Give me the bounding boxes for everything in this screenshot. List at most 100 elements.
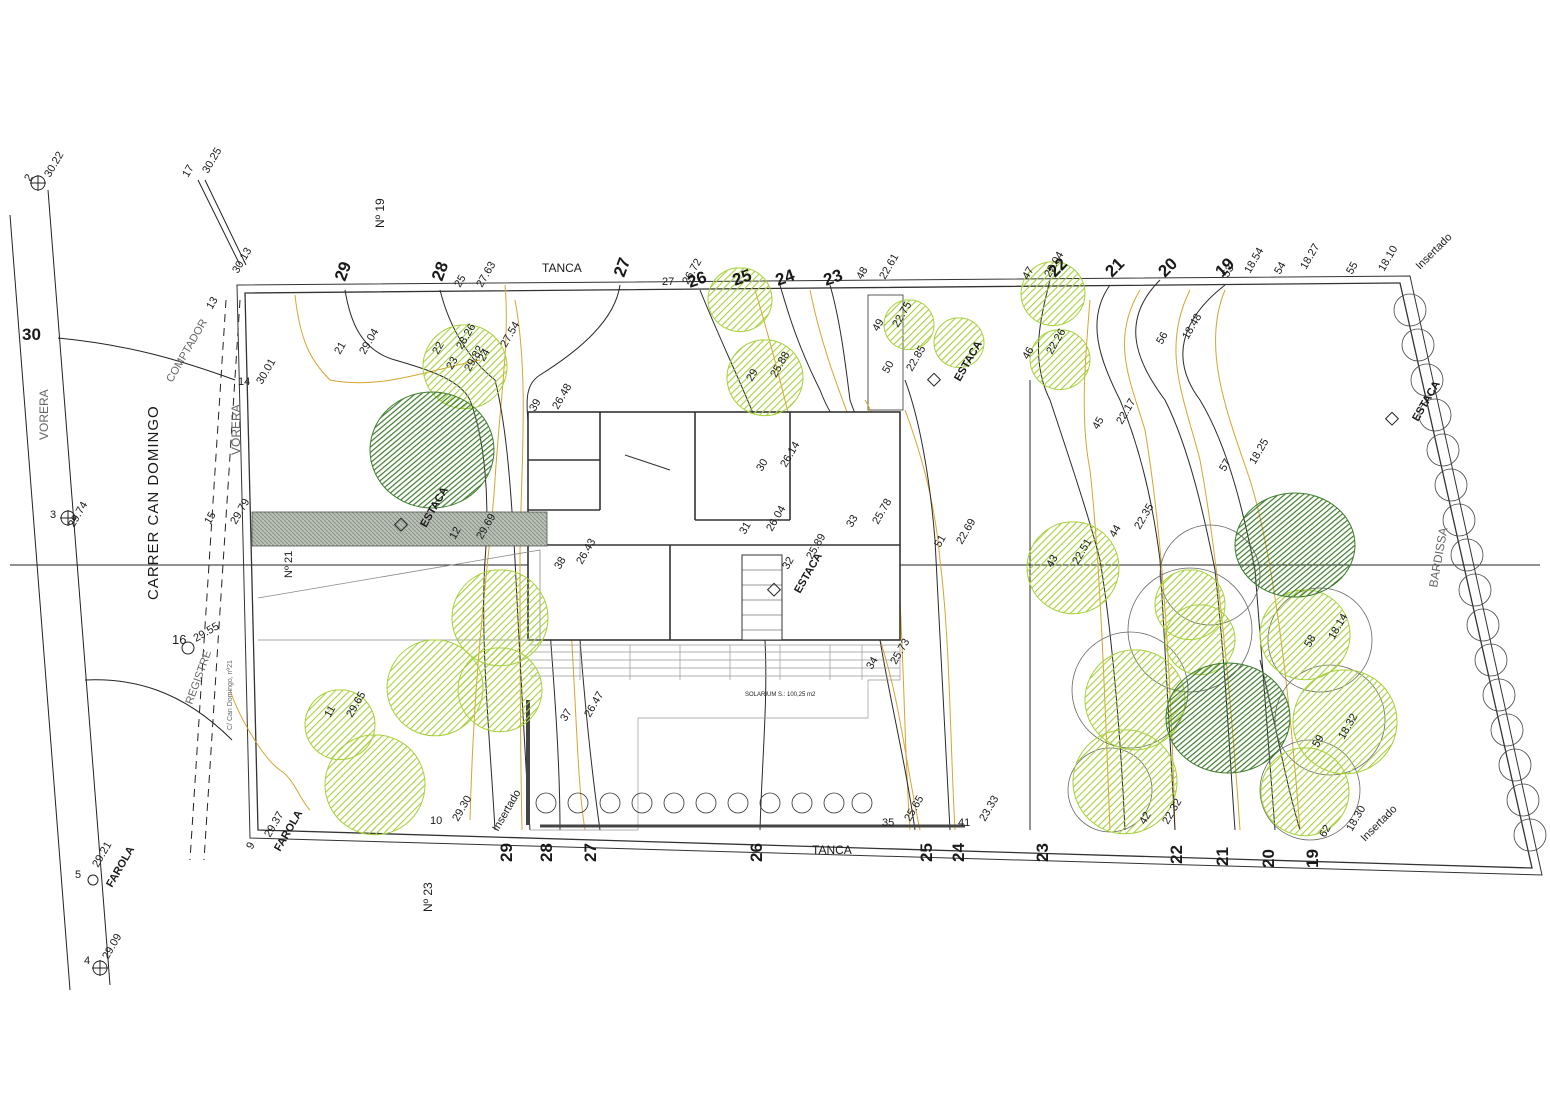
sp-25-n: 25 — [452, 273, 469, 290]
sp-39-z: 26.48 — [550, 382, 574, 412]
sp-24-n: 24 — [476, 347, 493, 364]
vorera-right: VORERA — [229, 404, 243, 455]
sp-44-z: 22.35 — [1132, 502, 1156, 532]
sp-54-n: 54 — [1272, 260, 1289, 277]
sp-46-n: 46 — [1020, 345, 1037, 362]
sp-3-z: 29.74 — [66, 500, 90, 530]
sp-53-z: 18.54 — [1242, 246, 1266, 276]
sp-35-z: 25.65 — [902, 794, 926, 824]
n19: Nº 19 — [373, 198, 387, 228]
building — [527, 411, 901, 641]
sp-54-z: 18.27 — [1298, 242, 1322, 272]
registre: REGISTRE — [184, 649, 215, 706]
plot-boundary — [236, 275, 1543, 876]
sp-57-z: 18.25 — [1247, 437, 1271, 467]
sp-41-n: 41 — [958, 817, 970, 829]
contour-label-bottom-20: 20 — [1259, 849, 1278, 868]
sp-21-n: 21 — [332, 340, 349, 357]
trees-dark — [369, 391, 1356, 774]
sp-23-n: 23 — [444, 355, 461, 372]
contour-label-top-27: 27 — [610, 255, 634, 279]
contour-label-top-20: 20 — [1154, 254, 1181, 281]
survey-markers — [30, 175, 1400, 976]
insertado-1: Insertado — [490, 788, 523, 834]
vorera-left: VORERA — [37, 389, 51, 440]
contour-label-left-30: 30 — [22, 325, 41, 344]
sp-12-n: 12 — [447, 525, 464, 542]
sp-5-z: 29.21 — [90, 840, 114, 870]
contour-label-top-28: 28 — [428, 259, 452, 283]
contour-label-top-29: 29 — [331, 259, 355, 283]
tanca-top: TANCA — [542, 261, 582, 275]
contour-label-top-23: 23 — [821, 265, 845, 289]
bardissa: BARDISSA — [1426, 526, 1450, 588]
sp-16-z: 29.55 — [192, 620, 222, 644]
contour-label-bottom-29: 29 — [497, 843, 516, 862]
sp-30-n: 30 — [754, 457, 771, 474]
sp-17-z: 30.25 — [200, 146, 224, 176]
sp-48-z: 22.61 — [877, 252, 901, 282]
sp-16-n: 16 — [172, 632, 186, 647]
contour-label-bottom-22: 22 — [1167, 845, 1186, 864]
contour-label-bottom-21: 21 — [1213, 847, 1232, 866]
sp-58-n: 58 — [1302, 633, 1319, 650]
sp-39-n: 39 — [527, 397, 544, 414]
sp-37-n: 37 — [558, 707, 575, 724]
sp-13-n: 13 — [204, 295, 221, 312]
hedge — [1393, 293, 1547, 852]
sp-50-n: 50 — [880, 359, 897, 376]
sp-29-n: 29 — [744, 367, 761, 384]
sp-5-n: 5 — [75, 869, 81, 881]
sp-56-n: 56 — [1154, 330, 1171, 347]
surface-label: SOLARIUM S.: 100,25 m2 — [745, 692, 816, 698]
sp-15-z: 29.79 — [228, 497, 252, 527]
sp-59-n: 59 — [1310, 733, 1327, 750]
sp-4-n: 4 — [84, 955, 90, 967]
trees-light — [304, 261, 1398, 837]
shrub-row — [535, 792, 873, 814]
tanca-bottom: TANCA — [812, 843, 852, 857]
sp-17-n: 17 — [180, 163, 197, 180]
sp-41-z: 23.33 — [977, 794, 1001, 824]
sp-15-n: 15 — [202, 510, 219, 527]
sp-37-z: 26.47 — [582, 690, 606, 720]
sp-2-z: 30.22 — [42, 150, 66, 180]
sp-55-n: 55 — [1344, 260, 1361, 277]
sp-10-n: 10 — [430, 815, 442, 827]
address-small: C/ Can Domingo, nº21 — [227, 660, 234, 730]
sp-43-n: 43 — [1044, 553, 1061, 570]
contour-label-bottom-23: 23 — [1033, 843, 1052, 862]
sp-51-z: 22.69 — [954, 517, 978, 547]
sp-51-n: 51 — [932, 533, 949, 550]
contour-label-top-21: 21 — [1101, 254, 1128, 281]
sp-14-z: 30.01 — [254, 357, 278, 387]
sp-38-n: 38 — [552, 555, 569, 572]
sp-45-z: 22.17 — [1114, 397, 1138, 427]
sp-35-n: 35 — [882, 817, 894, 829]
comptador: COMPTADOR — [164, 317, 210, 384]
contour-label-bottom-19: 19 — [1303, 849, 1322, 868]
sp-22-n: 22 — [430, 340, 447, 357]
sp-56-z: 18.48 — [1180, 312, 1204, 342]
sp-45-n: 45 — [1090, 415, 1107, 432]
sp-11-n: 11 — [322, 704, 338, 720]
sp-4-z: 29.09 — [100, 932, 124, 962]
solarium-deck — [530, 644, 901, 831]
sp-24-z: 27.54 — [498, 320, 522, 350]
sp-9-n: 9 — [244, 840, 257, 851]
contour-label-top-24: 24 — [773, 265, 798, 290]
sp-2-n: 2 — [22, 172, 35, 183]
sp-62-n: 62 — [1317, 823, 1334, 840]
sp-34-n: 34 — [864, 655, 881, 672]
sp-44-n: 44 — [1107, 523, 1124, 540]
contour-label-bottom-24: 24 — [949, 843, 968, 862]
sp-55-z: 18.10 — [1376, 244, 1400, 274]
sp-34-z: 25.73 — [888, 637, 912, 667]
n23: Nº 23 — [421, 882, 435, 912]
sp-32-n: 32 — [780, 555, 797, 572]
contour-label-bottom-26: 26 — [747, 843, 766, 862]
contour-label-bottom-25: 25 — [917, 843, 936, 862]
sp-31-n: 31 — [737, 520, 754, 537]
sp-3-n: 3 — [50, 509, 56, 521]
